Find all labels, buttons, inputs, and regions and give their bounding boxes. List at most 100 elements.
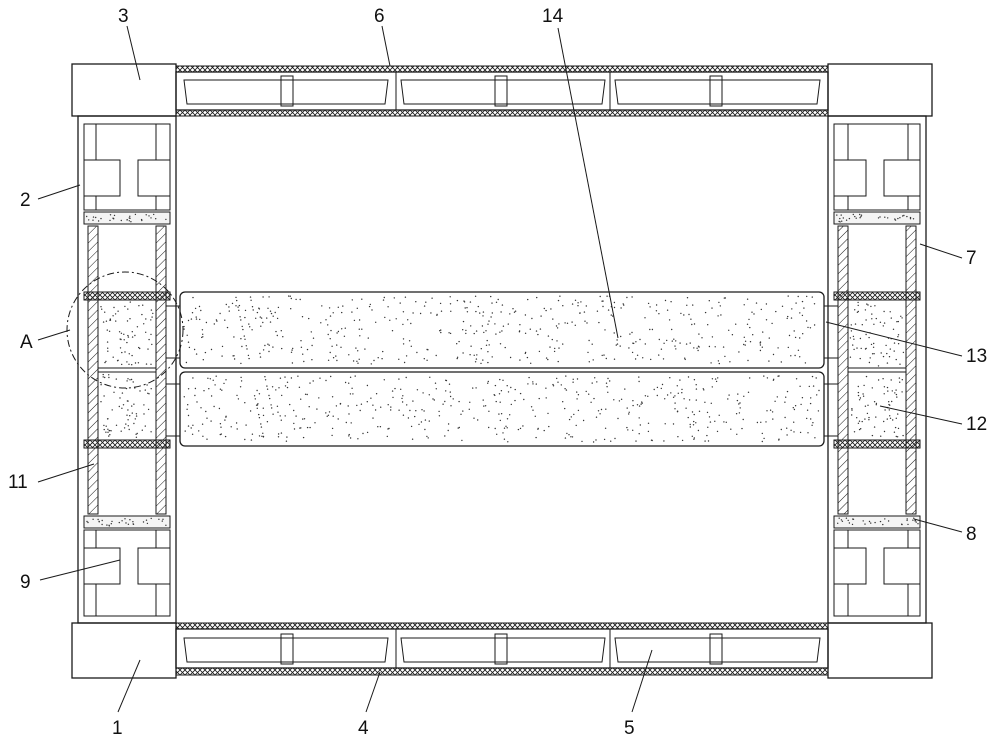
stipple-dot bbox=[434, 382, 437, 384]
stipple-dot bbox=[660, 387, 662, 390]
stipple-dot bbox=[666, 394, 669, 396]
stipple-dot bbox=[548, 425, 550, 428]
stipple-dot bbox=[573, 413, 575, 416]
label-4: 4 bbox=[358, 718, 369, 739]
stipple-dot bbox=[359, 335, 361, 337]
stipple-dot bbox=[879, 321, 882, 323]
stipple-dot bbox=[302, 436, 305, 439]
stipple-dot bbox=[145, 318, 147, 320]
stipple-dot bbox=[626, 407, 628, 409]
stipple-dot bbox=[649, 328, 651, 331]
stipple-dot bbox=[409, 409, 411, 412]
stipple-dot bbox=[898, 377, 901, 379]
stipple-dot bbox=[331, 434, 333, 437]
stipple-dot bbox=[108, 376, 110, 379]
stipple-dot bbox=[759, 349, 762, 352]
stipple-dot bbox=[238, 304, 241, 307]
stipple-dot bbox=[371, 309, 373, 311]
stipple-dot bbox=[708, 345, 711, 348]
stipple-dot bbox=[244, 316, 246, 319]
stipple-dot bbox=[862, 395, 865, 397]
stipple-dot bbox=[393, 297, 395, 299]
stipple-dot bbox=[335, 405, 338, 407]
stipple-dot bbox=[126, 414, 128, 416]
stipple-dot bbox=[871, 434, 874, 437]
stipple-dot bbox=[102, 321, 105, 323]
stipple-dot bbox=[475, 310, 477, 313]
stipple-dot bbox=[233, 336, 235, 338]
stipple-dot bbox=[291, 349, 293, 351]
stipple-dot bbox=[391, 390, 394, 392]
right-spring-blocks bbox=[847, 299, 907, 441]
stipple-dot bbox=[438, 415, 441, 417]
stipple-dot bbox=[556, 327, 559, 329]
stipple-dot bbox=[535, 436, 537, 439]
stipple-dot bbox=[337, 330, 340, 333]
stipple-dot bbox=[487, 323, 489, 325]
stipple-dot bbox=[364, 348, 366, 350]
stipple-dot bbox=[897, 320, 899, 323]
stipple-dot bbox=[887, 520, 890, 522]
stipple-dot bbox=[658, 354, 660, 356]
stipple-dot bbox=[295, 298, 297, 301]
stipple-dot bbox=[412, 312, 414, 314]
stipple-dot bbox=[257, 403, 259, 405]
stipple-dot bbox=[143, 413, 145, 415]
stipple-dot bbox=[321, 305, 323, 307]
stipple-dot bbox=[501, 330, 503, 332]
stipple-dot bbox=[695, 384, 697, 386]
stipple-dot bbox=[382, 299, 385, 301]
stipple-dot bbox=[463, 301, 466, 303]
stipple-dot bbox=[191, 433, 194, 435]
stipple-dot bbox=[603, 438, 606, 441]
stipple-dot bbox=[113, 306, 115, 309]
stipple-dot bbox=[358, 358, 360, 360]
stipple-dot bbox=[460, 413, 462, 415]
stipple-dot bbox=[357, 362, 359, 364]
stipple-dot bbox=[488, 320, 490, 322]
stipple-dot bbox=[161, 520, 163, 522]
stipple-dot bbox=[204, 351, 207, 354]
stipple-dot bbox=[849, 356, 852, 358]
stipple-dot bbox=[187, 414, 190, 417]
stipple-dot bbox=[650, 439, 653, 441]
stipple-dot bbox=[647, 430, 650, 433]
stipple-dot bbox=[586, 322, 588, 324]
stipple-dot bbox=[603, 354, 605, 356]
stipple-dot bbox=[716, 430, 719, 433]
stipple-dot bbox=[861, 324, 863, 326]
stipple-dot bbox=[499, 419, 501, 422]
stipple-dot bbox=[697, 349, 699, 352]
stipple-dot bbox=[245, 424, 247, 426]
stipple-dot bbox=[309, 426, 311, 429]
stipple-dot bbox=[899, 217, 901, 219]
stipple-dot bbox=[390, 409, 392, 411]
stipple-dot bbox=[147, 392, 149, 394]
stipple-dot bbox=[327, 414, 330, 416]
stipple-dot bbox=[391, 330, 394, 332]
stipple-dot bbox=[514, 388, 516, 391]
stipple-dot bbox=[505, 425, 507, 427]
label-14: 14 bbox=[542, 6, 564, 27]
stipple-dot bbox=[127, 400, 129, 402]
stipple-dot bbox=[183, 396, 185, 398]
stipple-dot bbox=[549, 346, 551, 348]
left-sleeves bbox=[165, 305, 181, 437]
stipple-dot bbox=[851, 523, 854, 526]
stipple-dot bbox=[113, 214, 116, 217]
stipple-dot bbox=[714, 378, 717, 380]
stipple-dot bbox=[484, 405, 487, 407]
stipple-dot bbox=[683, 398, 685, 400]
stipple-dot bbox=[736, 433, 738, 435]
stipple-dot bbox=[852, 335, 855, 338]
stipple-dot bbox=[316, 408, 318, 410]
stipple-dot bbox=[635, 341, 637, 343]
stipple-dot bbox=[426, 435, 428, 438]
stipple-dot bbox=[107, 428, 109, 430]
stipple-dot bbox=[452, 398, 454, 400]
stipple-dot bbox=[209, 378, 211, 380]
stipple-dot bbox=[260, 426, 263, 428]
stipple-dot bbox=[246, 348, 248, 350]
stipple-dot bbox=[290, 351, 293, 353]
stipple-dot bbox=[524, 332, 527, 334]
